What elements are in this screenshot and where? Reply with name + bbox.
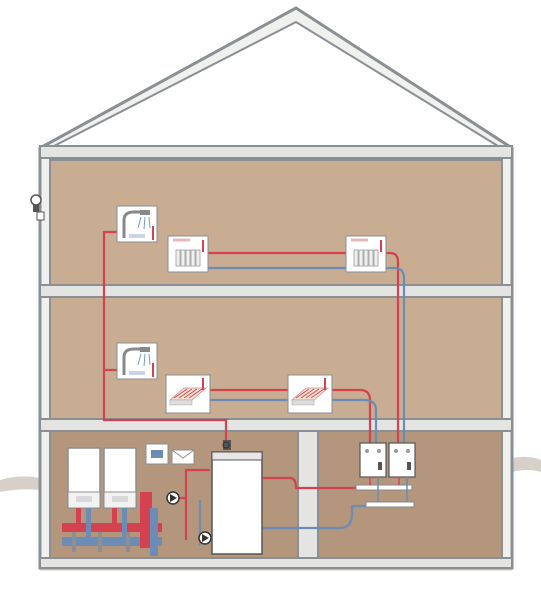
radiator-icon [167,235,209,273]
attic-floor-slab [39,145,513,159]
underfloor-heating-icon [165,374,211,414]
shower-icon [116,205,158,243]
pump-icon [166,491,180,505]
distribution-manifold [355,477,415,508]
heat-exchanger-module-icon [388,442,416,478]
upper-floor-slab [39,284,513,298]
basement-floor-slab [39,557,513,569]
pump-icon [198,531,212,545]
envelope-icon [171,449,195,465]
storage-tank-icon [211,440,263,555]
outdoor-sensor-icon [30,194,45,221]
heat-exchanger-module-icon [359,442,387,478]
boiler-icon [67,447,101,509]
controller-icon [145,443,169,465]
underfloor-heating-icon [287,374,333,414]
boiler-manifold [62,492,162,556]
radiator-icon [345,235,387,273]
shower-icon [116,342,158,380]
basement-partition [297,430,319,559]
boiler-icon [103,447,137,509]
